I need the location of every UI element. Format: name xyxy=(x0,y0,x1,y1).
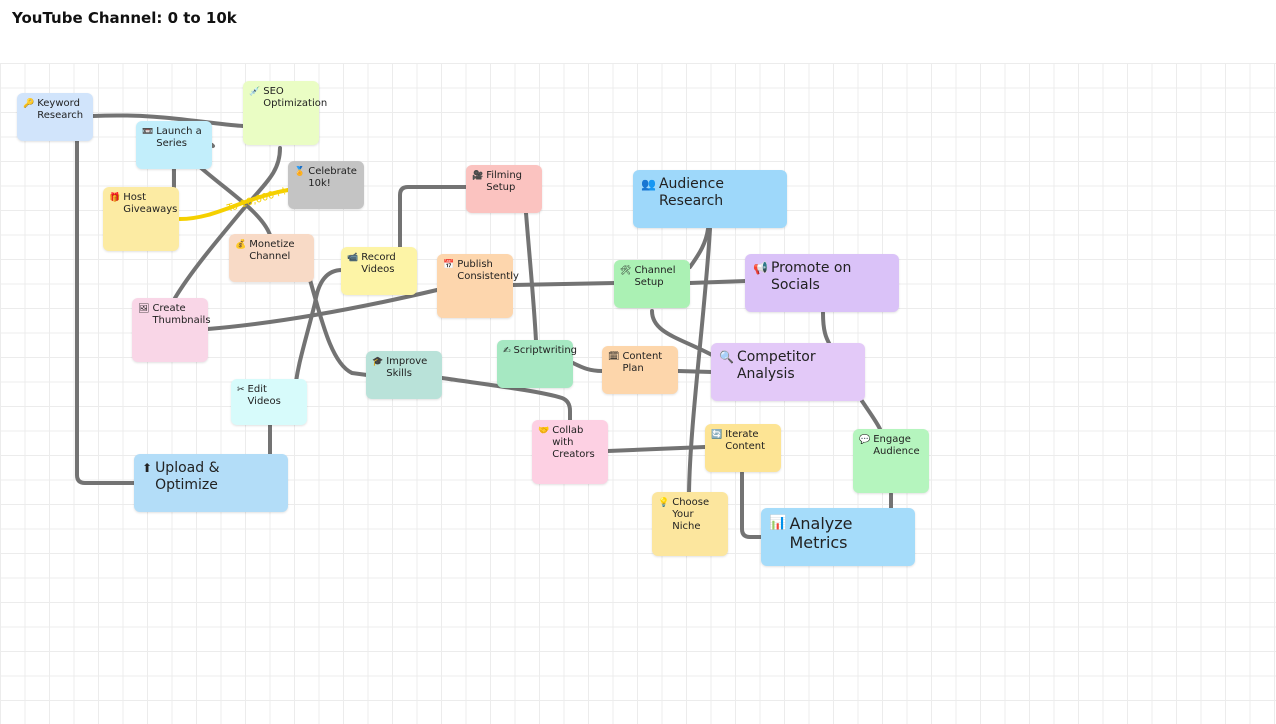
node-record-videos[interactable]: 📹 Record Videos xyxy=(341,247,417,295)
edge-competitor-engage xyxy=(860,399,882,431)
megaphone-icon: 📢 xyxy=(753,261,768,275)
node-publish-consistently[interactable]: 📅 Publish Consistently xyxy=(437,254,519,318)
node-label: Create Thumbnails xyxy=(152,303,211,326)
handshake-icon: 🤝 xyxy=(538,426,550,436)
node-audience-research[interactable]: 👥 Audience Research xyxy=(633,170,787,228)
node-create-thumbnails[interactable]: 🖼 Create Thumbnails xyxy=(132,298,211,362)
node-label: Promote on Socials xyxy=(770,260,852,293)
node-scriptwriting[interactable]: ✍ Scriptwriting xyxy=(497,340,577,388)
node-promote-on-socials[interactable]: 📢 Promote on Socials xyxy=(745,254,899,312)
upload-icon: ⬆ xyxy=(142,461,153,475)
node-label: SEO Optimization xyxy=(263,86,328,109)
videocassette-icon: 📼 xyxy=(142,127,154,137)
money-bag-icon: 💰 xyxy=(235,240,247,250)
node-label: Launch a Series xyxy=(156,126,202,149)
edge-audience-channel xyxy=(688,227,710,269)
edge-publish-thumbnails xyxy=(206,288,439,331)
light-bulb-icon: 💡 xyxy=(658,498,670,508)
node-label: Iterate Content xyxy=(725,429,765,452)
node-label: Competitor Analysis xyxy=(736,349,816,382)
node-label: Audience Research xyxy=(658,176,724,209)
node-label: Record Videos xyxy=(361,252,396,275)
node-seo-optimization[interactable]: 💉 SEO Optimization xyxy=(243,81,327,145)
tools-icon: 🛠 xyxy=(620,266,632,276)
page-title: YouTube Channel: 0 to 10k xyxy=(12,9,237,27)
node-label: Scriptwriting xyxy=(513,345,578,356)
node-analyze-metrics[interactable]: 📊 Analyze Metrics xyxy=(761,508,915,566)
bar-chart-icon: 📊 xyxy=(769,515,787,531)
node-engage-audience[interactable]: 💬 Engage Audience xyxy=(853,429,929,493)
node-upload-optimize[interactable]: ⬆ Upload & Optimize xyxy=(134,454,288,512)
edge-audience-niche xyxy=(687,227,712,495)
gift-icon: 🎁 xyxy=(109,193,121,203)
node-label: Engage Audience xyxy=(873,434,920,457)
node-celebrate-10k[interactable]: 🏅 Celebrate 10k! xyxy=(288,161,364,209)
edge-keyword-upload xyxy=(75,136,136,485)
node-label: Content Plan xyxy=(622,351,663,374)
node-label: Host Giveaways xyxy=(123,192,178,215)
edge-record-edit xyxy=(293,268,344,391)
node-label: Collab with Creators xyxy=(552,425,595,460)
edge-channel-promote xyxy=(688,279,748,285)
people-icon: 👥 xyxy=(641,177,656,191)
edge-scriptwriting-content xyxy=(571,361,604,373)
node-label: Improve Skills xyxy=(386,356,428,379)
edge-improve-collab xyxy=(440,376,572,423)
edge-seo-thumbnails xyxy=(173,146,282,300)
node-label: Choose Your Niche xyxy=(672,497,710,532)
node-keyword-research[interactable]: 🔑 Keyword Research xyxy=(17,93,93,141)
magnifier-icon: 🔍 xyxy=(719,350,734,364)
speech-bubble-icon: 💬 xyxy=(859,435,871,445)
edge-collab-iterate xyxy=(606,445,707,453)
key-icon: 🔑 xyxy=(23,99,35,109)
edge-filming-scriptwriting xyxy=(524,211,538,343)
node-choose-your-niche[interactable]: 💡 Choose Your Niche xyxy=(652,492,728,556)
writing-hand-icon: ✍ xyxy=(503,346,511,356)
node-label: Edit Videos xyxy=(247,384,281,407)
mindmap-canvas[interactable]: To 10,000+! 🔑 Keyword Research 💉 SEO Opt… xyxy=(0,63,1276,724)
node-label: Monetize Channel xyxy=(249,239,295,262)
refresh-icon: 🔄 xyxy=(711,430,723,440)
edge-keyword-seo xyxy=(91,113,245,128)
edge-monetize-improve xyxy=(306,271,369,377)
node-label: Celebrate 10k! xyxy=(308,166,357,189)
node-edit-videos[interactable]: ✂ Edit Videos xyxy=(231,379,307,425)
node-collab-with-creators[interactable]: 🤝 Collab with Creators xyxy=(532,420,608,484)
camera-icon: 🎥 xyxy=(472,171,484,181)
node-improve-skills[interactable]: 🎓 Improve Skills xyxy=(366,351,442,399)
picture-icon: 🖼 xyxy=(138,304,150,314)
node-host-giveaways[interactable]: 🎁 Host Giveaways xyxy=(103,187,179,251)
edge-filming-record xyxy=(398,185,468,250)
node-label: Upload & Optimize xyxy=(155,460,220,493)
calendar-icon: 📅 xyxy=(443,260,455,270)
edge-content-competitor xyxy=(676,369,714,374)
node-competitor-analysis[interactable]: 🔍 Competitor Analysis xyxy=(711,343,865,401)
syringe-icon: 💉 xyxy=(249,87,261,97)
connector-layer xyxy=(75,113,893,539)
node-label: Keyword Research xyxy=(37,98,84,121)
edge-channel-competitor xyxy=(650,309,714,357)
graduation-cap-icon: 🎓 xyxy=(372,357,384,367)
node-channel-setup[interactable]: 🛠 Channel Setup xyxy=(614,260,690,308)
edge-giveaways-celebrate xyxy=(178,188,290,221)
medal-icon: 🏅 xyxy=(294,167,306,177)
edge-promote-competitor xyxy=(821,311,832,347)
video-camera-icon: 📹 xyxy=(347,253,359,263)
node-label: Analyze Metrics xyxy=(789,514,853,552)
node-content-plan[interactable]: 🗓 Content Plan xyxy=(602,346,678,394)
node-monetize-channel[interactable]: 💰 Monetize Channel xyxy=(229,234,314,282)
edge-iterate-analyze xyxy=(740,471,764,539)
node-label: Channel Setup xyxy=(634,265,676,288)
node-launch-series[interactable]: 📼 Launch a Series xyxy=(136,121,212,169)
node-filming-setup[interactable]: 🎥 Filming Setup xyxy=(466,165,542,213)
edge-publish-channel xyxy=(511,281,617,287)
node-iterate-content[interactable]: 🔄 Iterate Content xyxy=(705,424,781,472)
scissors-icon: ✂ xyxy=(237,385,245,395)
spiral-calendar-icon: 🗓 xyxy=(608,352,620,362)
node-label: Filming Setup xyxy=(486,170,523,193)
node-label: Publish Consistently xyxy=(457,259,519,282)
